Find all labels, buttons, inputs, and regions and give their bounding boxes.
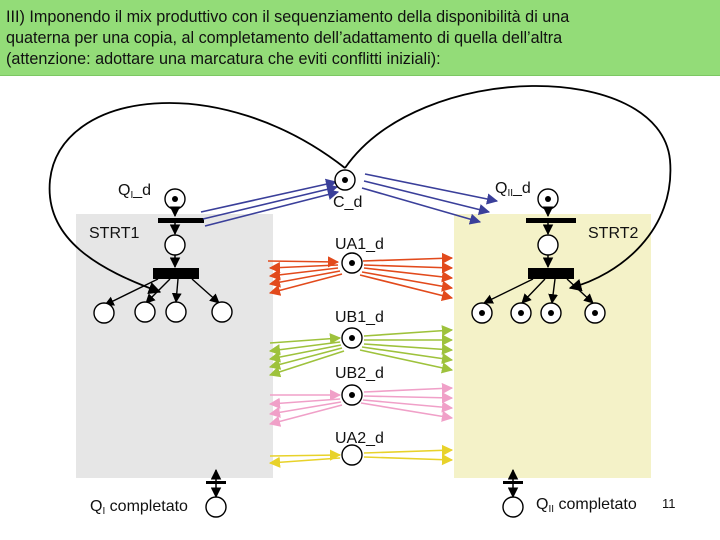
place-q2-completato[interactable] [502,496,524,518]
arc-t4-to-r1 [483,278,534,304]
token-ub1-d [349,335,355,341]
arc-t4-to-r4 [566,278,594,304]
token-ua1-d [349,260,355,266]
token-right-1 [479,310,485,316]
token-right-3 [548,310,554,316]
place-strt1[interactable] [164,234,186,256]
label-ub1-d: UB1_d [335,309,384,326]
arc-t4-to-r3 [548,278,558,304]
label-q2-completato: QII completato [536,496,637,515]
transition-t3[interactable] [526,218,576,223]
place-ua2-d[interactable] [341,444,363,466]
arc-t2-to-ub1-left [145,278,171,304]
token-c-d [342,177,348,183]
title-line-1: III) Imponendo il mix produttivo con il … [6,8,570,26]
transition-t2[interactable] [153,268,199,279]
place-left-4[interactable] [211,301,233,323]
label-q1-completato: QI completato [90,498,188,517]
loop-arc-right [344,85,672,292]
place-q1-completato[interactable] [205,496,227,518]
place-left-3[interactable] [165,301,187,323]
label-strt1: STRT1 [89,225,140,242]
token-right-4 [592,310,598,316]
arc-t2-to-ub2-left [171,278,182,303]
c-d-arcs [200,173,499,227]
label-ub2-d: UB2_d [335,365,384,382]
title-line-2: quaterna per una copia, al completamento… [6,29,563,47]
token-q2-d [545,196,551,202]
transition-left-completion[interactable] [206,481,226,484]
title-line-3: (attenzione: adottare una marcatura che … [6,50,441,68]
token-ub2-d [349,392,355,398]
ub2-d-arcs [268,382,454,427]
ua1-d-arcs [267,252,454,301]
token-q1-d [172,196,178,202]
transition-t4[interactable] [528,268,574,279]
label-c-d: C_d [333,194,363,211]
slide-title: III) Imponendo il mix produttivo con il … [0,0,720,76]
page-number: 11 [662,496,676,511]
arc-t4-to-r2 [521,278,546,304]
place-strt2[interactable] [537,234,559,256]
token-right-2 [518,310,524,316]
label-q1-d: QI_d [118,182,152,201]
arc-t2-to-ua1-left [104,278,159,306]
transition-right-completion[interactable] [503,481,523,484]
arc-t2-to-ua2-left [191,278,220,304]
place-left-2[interactable] [134,301,156,323]
ub1-d-arcs [268,325,454,378]
label-ua1-d: UA1_d [335,236,384,253]
transition-t1[interactable] [158,218,204,223]
place-left-1[interactable] [93,302,115,324]
loop-arc-left [48,102,346,295]
ua2-d-arcs [268,444,454,468]
label-strt2: STRT2 [588,225,639,242]
label-q2-d: QII_d [495,180,531,199]
label-ua2-d: UA2_d [335,430,384,447]
